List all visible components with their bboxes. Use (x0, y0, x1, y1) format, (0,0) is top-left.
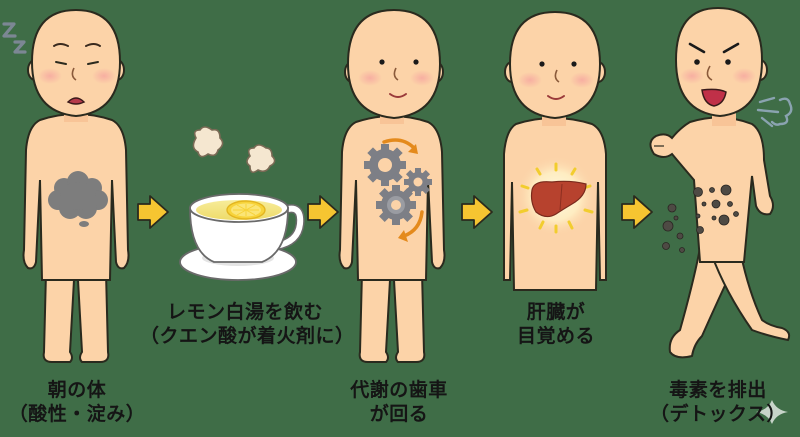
figure-metabolism-gears (338, 8, 446, 363)
gray-cloud-icon (48, 171, 108, 227)
step-label-metabolism-gears: 代謝の歯車 が回る (334, 378, 464, 426)
sparkle-icon (756, 400, 788, 424)
arrow-right-icon (621, 195, 653, 229)
step-subtitle: が回る (369, 403, 429, 425)
arrow-right-icon (307, 195, 339, 229)
step-subtitle: （酸性・淀み） (8, 403, 146, 425)
rotate-arrow-icon (382, 138, 424, 238)
figure-morning-body (2, 8, 130, 363)
figure-detox (649, 6, 793, 359)
arrow-right-icon (137, 195, 169, 229)
lemon-slice-icon (226, 200, 266, 220)
step-title: 代謝の歯車 (350, 379, 448, 401)
toxin-particles-icon (662, 184, 739, 253)
step-title: 朝の体 (47, 379, 107, 401)
liver-icon (530, 180, 587, 218)
step-subtitle: 目覚める (516, 325, 595, 347)
figure-lemon-hot-water (179, 126, 305, 281)
step-label-lemon-hot-water: レモン白湯を飲む （クエン酸が着火剤に） (140, 300, 355, 348)
step-title: レモン白湯を飲む (166, 301, 323, 323)
step-label-detox: 毒素を排出 （デトックス） (648, 378, 788, 426)
gear-icon (364, 144, 432, 225)
step-title: 肝臓が (526, 301, 586, 323)
huff-breath-icon (756, 96, 793, 128)
zzz-icon (2, 22, 27, 54)
step-title: 毒素を排出 (669, 379, 767, 401)
step-label-liver-awakens: 肝臓が 目覚める (506, 300, 606, 348)
arrow-right-icon (461, 195, 493, 229)
step-subtitle: （デトックス） (650, 403, 786, 425)
step-subtitle: （クエン酸が着火剤に） (140, 325, 355, 347)
steam-icon (192, 126, 276, 174)
step-label-morning-body: 朝の体 （酸性・淀み） (2, 378, 152, 426)
figure-liver-awakens (503, 10, 607, 291)
